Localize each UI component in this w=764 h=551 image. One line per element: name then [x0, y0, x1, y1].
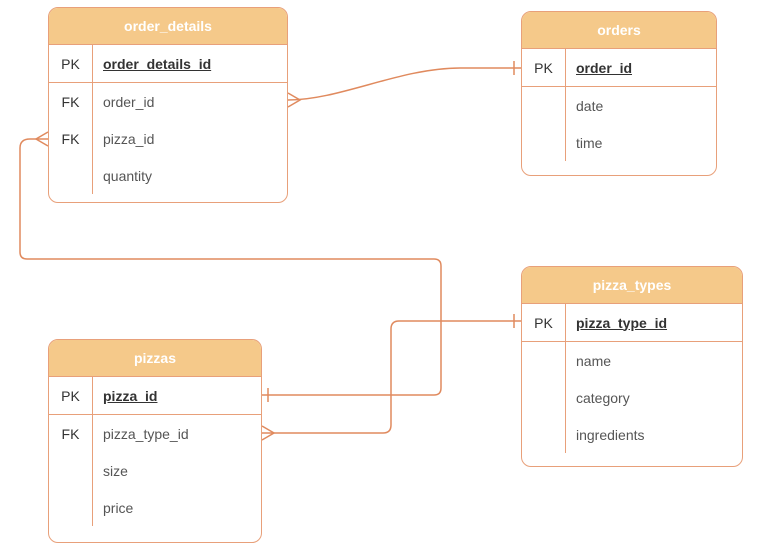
attribute-name: name: [576, 352, 612, 369]
attribute-name: order_details_id: [103, 55, 212, 72]
key-label: [522, 416, 566, 453]
entity-pizzas[interactable]: pizzas PK pizza_id FK pizza_type_id size…: [48, 339, 262, 543]
key-label: PK: [49, 45, 93, 82]
entity-order-details[interactable]: order_details PK order_details_id FK ord…: [48, 7, 288, 203]
key-label: PK: [49, 377, 93, 414]
connector-pizzas-pizza-types: [262, 320, 521, 434]
entity-row: PK pizza_id: [49, 377, 261, 415]
attribute-name: pizza_type_id: [576, 314, 668, 331]
key-label: PK: [522, 49, 566, 86]
crowfoot-order-details-pizza-id: [34, 131, 49, 147]
key-label: [49, 452, 93, 489]
entity-row: PK pizza_type_id: [522, 304, 742, 342]
attribute-name: ingredients: [576, 426, 645, 443]
key-label: [522, 379, 566, 416]
key-label: FK: [49, 415, 93, 452]
entity-title: order_details: [49, 8, 287, 45]
entity-title: pizza_types: [522, 267, 742, 304]
entity-row: date: [522, 87, 716, 124]
key-label: [49, 489, 93, 526]
entity-row: PK order_id: [522, 49, 716, 87]
entity-row: name: [522, 342, 742, 379]
key-label: PK: [522, 304, 566, 341]
entity-row: category: [522, 379, 742, 416]
attribute-name: pizza_type_id: [103, 425, 189, 442]
key-label: [49, 157, 93, 194]
attribute-name: order_id: [576, 59, 633, 76]
entity-row: price: [49, 489, 261, 526]
entity-title: orders: [522, 12, 716, 49]
entity-row: PK order_details_id: [49, 45, 287, 83]
attribute-name: order_id: [103, 93, 155, 110]
entity-row: ingredients: [522, 416, 742, 453]
attribute-name: date: [576, 97, 604, 114]
attribute-name: time: [576, 134, 603, 151]
key-label: [522, 342, 566, 379]
entity-row: FK order_id: [49, 83, 287, 120]
attribute-name: size: [103, 462, 128, 479]
entity-row: FK pizza_id: [49, 120, 287, 157]
key-label: [522, 124, 566, 161]
entity-title: pizzas: [49, 340, 261, 377]
entity-row: size: [49, 452, 261, 489]
connector-order-details-orders: [287, 67, 521, 101]
entity-row: time: [522, 124, 716, 161]
entity-pizza-types[interactable]: pizza_types PK pizza_type_id name catego…: [521, 266, 743, 467]
crowfoot-order-details-order-id: [287, 92, 302, 108]
entity-row: quantity: [49, 157, 287, 194]
attribute-name: category: [576, 389, 630, 406]
attribute-name: pizza_id: [103, 130, 155, 147]
crowfoot-pizzas-pizza-type-id: [261, 425, 276, 441]
key-label: FK: [49, 83, 93, 120]
key-label: FK: [49, 120, 93, 157]
entity-row: FK pizza_type_id: [49, 415, 261, 452]
attribute-name: pizza_id: [103, 387, 158, 404]
entity-orders[interactable]: orders PK order_id date time: [521, 11, 717, 176]
key-label: [522, 87, 566, 124]
attribute-name: price: [103, 499, 134, 516]
attribute-name: quantity: [103, 167, 153, 184]
